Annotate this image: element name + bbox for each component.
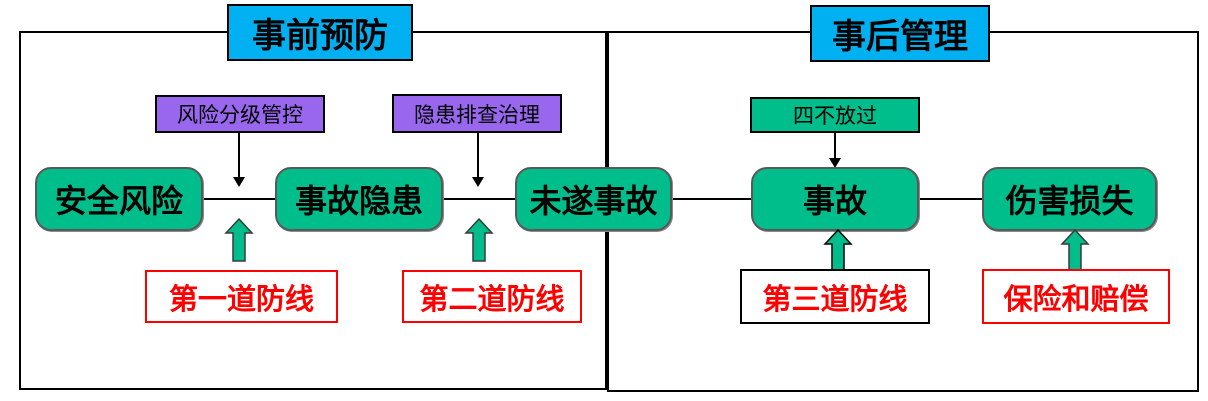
header-pre-prevention: 事前预防 — [227, 4, 413, 61]
chain-box-near-miss: 未遂事故 — [515, 167, 672, 231]
header-post-management: 事后管理 — [810, 5, 990, 62]
down-arrow-icon — [829, 133, 841, 168]
down-arrow-icon — [472, 133, 484, 187]
chain-box-accident-label: 事故 — [802, 183, 867, 219]
tag-risk-control-label: 风险分级管控 — [177, 103, 303, 127]
label-insurance-compensation: 保险和赔偿 — [982, 269, 1170, 324]
label-third-defense: 第三道防线 — [740, 269, 930, 324]
header-post-management-label: 事后管理 — [832, 19, 968, 56]
arrow-stem — [238, 133, 240, 177]
arrow-head — [829, 158, 841, 168]
up-arrow-icon — [464, 218, 494, 262]
tag-risk-control: 风险分级管控 — [155, 95, 325, 133]
tag-hazard-inspection-label: 隐患排查治理 — [414, 102, 540, 127]
up-arrow-icon — [1060, 229, 1090, 271]
chain-box-accident-hazard: 事故隐患 — [275, 167, 443, 231]
arrow-stem — [477, 133, 479, 177]
down-arrow-icon — [233, 133, 245, 187]
chain-box-safety-risk: 安全风险 — [35, 167, 203, 231]
chain-box-safety-risk-label: 安全风险 — [54, 183, 183, 219]
chain-box-accident: 事故 — [751, 167, 919, 231]
arrow-head — [233, 177, 245, 187]
tag-hazard-inspection: 隐患排查治理 — [392, 94, 562, 133]
chain-box-accident-hazard-label: 事故隐患 — [294, 183, 423, 219]
connector-line — [672, 198, 751, 200]
chain-box-injury-loss: 伤害损失 — [982, 167, 1157, 231]
label-first-defense-text: 第一道防线 — [168, 283, 314, 316]
chain-box-injury-loss-label: 伤害损失 — [1005, 183, 1134, 219]
up-arrow-icon — [224, 218, 254, 262]
connector-line — [919, 198, 982, 200]
arrow-head — [472, 177, 484, 187]
header-pre-prevention-label: 事前预防 — [252, 18, 388, 55]
chain-box-near-miss-label: 未遂事故 — [529, 183, 658, 219]
label-second-defense-text: 第二道防线 — [419, 283, 565, 316]
connector-line — [203, 198, 275, 200]
up-arrow-icon — [823, 229, 853, 271]
tag-four-no-pass: 四不放过 — [750, 97, 920, 133]
label-insurance-compensation-text: 保险和赔偿 — [1003, 283, 1149, 316]
arrow-stem — [834, 133, 836, 158]
connector-line — [443, 198, 515, 200]
label-third-defense-text: 第三道防线 — [762, 283, 908, 316]
label-second-defense: 第二道防线 — [402, 270, 582, 323]
label-first-defense: 第一道防线 — [145, 270, 338, 323]
tag-four-no-pass-label: 四不放过 — [793, 104, 877, 128]
